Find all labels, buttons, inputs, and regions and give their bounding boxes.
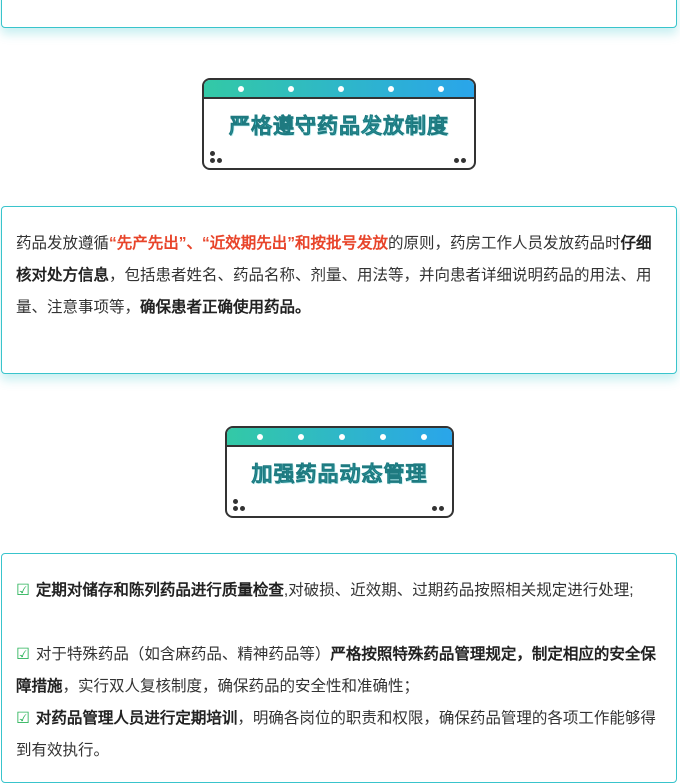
dot-icon: [257, 434, 263, 440]
text: 对于特殊药品（如含麻药品、精神药品等）: [35, 646, 331, 663]
bold-text: 确保患者正确使用药品。: [140, 299, 311, 316]
corner-dots-icon: [210, 151, 224, 163]
dot-icon: [421, 434, 427, 440]
dot-icon: [438, 86, 444, 92]
previous-section-card: [1, 0, 677, 28]
corner-dots-icon: [233, 499, 247, 511]
bold-text: 仔细核对处方信息: [16, 235, 652, 284]
checklist-item: ☑ 定期对储存和陈列药品进行质量检查,对破损、近效期、过期药品按照相关规定进行处理…: [16, 575, 664, 607]
dot-icon: [380, 434, 386, 440]
paragraph: 药品发放遵循“先产先出”、“近效期先出”和按批号发放的原则，药房工作人员发放药品…: [16, 228, 664, 324]
content-card: ☑ 定期对储存和陈列药品进行质量检查,对破损、近效期、过期药品按照相关规定进行处理…: [1, 553, 677, 783]
text: ，实行双人复核制度，确保药品的安全性和准确性；: [62, 678, 420, 695]
checkbox-icon: ☑: [16, 582, 30, 599]
dot-icon: [288, 86, 294, 92]
dot-icon: [339, 434, 345, 440]
dot-icon: [298, 434, 304, 440]
corner-dots-icon: [454, 151, 468, 163]
bold-text: 严格按照特殊药品管理规定，制定相应的安全保障措施: [16, 646, 656, 695]
tag-gradient-bar: [204, 80, 474, 99]
bold-text: 对药品管理人员进行定期培训: [35, 710, 238, 727]
text: ，明确各岗位的职责和权限，确保药品管理的各项工作能够得到有效执行。: [16, 710, 656, 759]
section-title-tag: 加强药品动态管理: [225, 426, 454, 518]
tag-gradient-bar: [227, 428, 452, 447]
content-card: 药品发放遵循“先产先出”、“近效期先出”和按批号发放的原则，药房工作人员发放药品…: [1, 206, 677, 374]
section-title: 严格遵守药品发放制度: [229, 115, 449, 139]
dot-icon: [338, 86, 344, 92]
dot-icon: [238, 86, 244, 92]
bold-text: 定期对储存和陈列药品进行质量检查: [35, 582, 284, 599]
checkbox-icon: ☑: [16, 646, 30, 663]
dot-icon: [388, 86, 394, 92]
highlight-text: “先产先出”、“近效期先出”和按批号发放: [109, 235, 389, 252]
checklist-item: ☑ 对于特殊药品（如含麻药品、精神药品等）严格按照特殊药品管理规定，制定相应的安全…: [16, 639, 664, 703]
checklist-item: ☑ 对药品管理人员进行定期培训，明确各岗位的职责和权限，确保药品管理的各项工作能够…: [16, 703, 664, 767]
text: 的原则，药房工作人员发放药品时: [388, 235, 621, 252]
text: ,对破损、近效期、过期药品按照相关规定进行处理;: [283, 582, 634, 599]
text: ，包括患者姓名、药品名称、剂量、用法等，并向患者详细说明药品的用法、用量、注意事…: [16, 267, 652, 316]
text: 药品发放遵循: [16, 235, 110, 252]
corner-dots-icon: [432, 499, 446, 511]
checkbox-icon: ☑: [16, 710, 30, 727]
section-title: 加强药品动态管理: [251, 463, 428, 487]
section-title-tag: 严格遵守药品发放制度: [202, 78, 476, 170]
